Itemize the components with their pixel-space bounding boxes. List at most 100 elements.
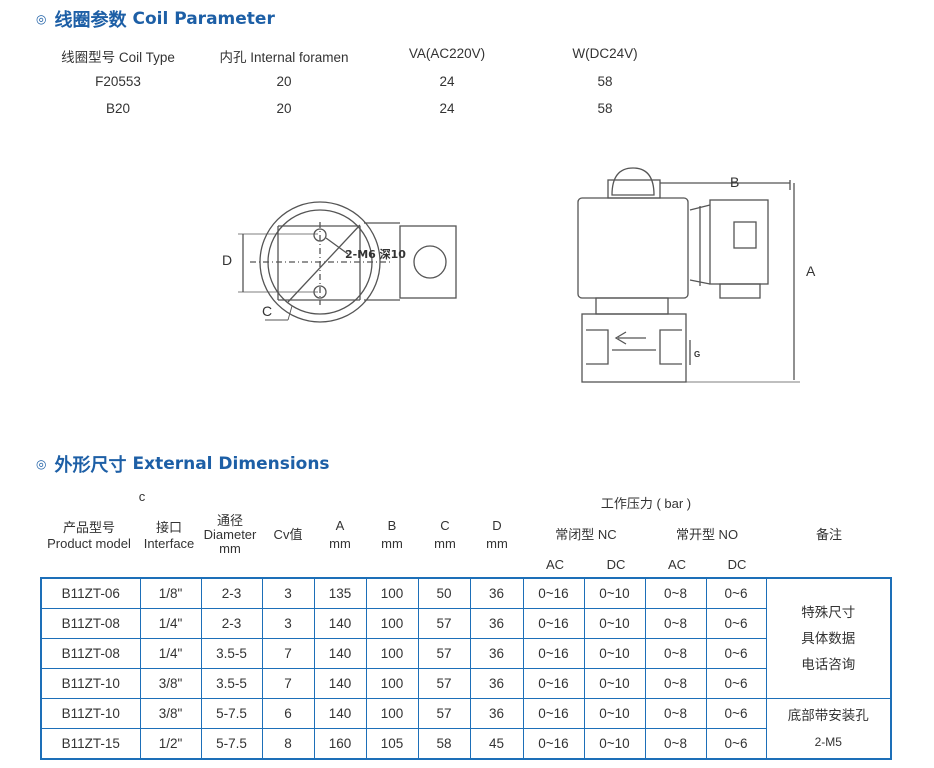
table-cell: 140 bbox=[313, 668, 367, 699]
dims-table-header: c 工作压力 ( bar ) 常闭型 NC 常开型 NO 产品型号 Produc… bbox=[47, 489, 842, 572]
label-g: G bbox=[694, 350, 700, 359]
coil-header-foramen: 内孔 Internal foramen bbox=[219, 50, 349, 65]
table-cell: 0~16 bbox=[522, 638, 585, 669]
table-cell: 57 bbox=[417, 668, 471, 699]
table-cell: 100 bbox=[365, 668, 419, 699]
interface-header-cn: 接口 bbox=[155, 520, 183, 535]
coil-cell: 20 bbox=[276, 74, 292, 89]
table-cell: 100 bbox=[365, 608, 419, 639]
table-cell: 57 bbox=[417, 638, 471, 669]
table-cell: 0~10 bbox=[583, 638, 646, 669]
table-cell: 0~8 bbox=[644, 728, 707, 760]
table-row: B11ZT-10 3/8" 5-7.5 6 140 100 57 36 0~16… bbox=[40, 698, 892, 760]
nc-ac-label: AC bbox=[545, 557, 565, 572]
note-cell-mounting: 底部带安装孔 2-M5 bbox=[765, 698, 892, 760]
table-cell: 0~6 bbox=[705, 728, 767, 760]
table-cell: 0~6 bbox=[705, 668, 767, 699]
product-header-cn: 产品型号 bbox=[62, 520, 116, 535]
dims-title-cn: 外形尺寸 bbox=[54, 455, 127, 475]
note-line: 具体数据 bbox=[801, 630, 856, 646]
no-ac-label: AC bbox=[667, 557, 687, 572]
table-cell: 0~6 bbox=[705, 638, 767, 669]
coil-cell: 20 bbox=[276, 101, 292, 116]
c-unit: mm bbox=[434, 536, 456, 551]
b-header: B bbox=[387, 518, 397, 533]
table-cell: 58 bbox=[417, 728, 471, 760]
table-cell: 45 bbox=[469, 728, 524, 760]
table-cell: 0~6 bbox=[705, 698, 767, 729]
dims-title-en: External Dimensions bbox=[132, 454, 330, 474]
coil-cell: 24 bbox=[439, 74, 455, 89]
valve-side-view bbox=[577, 167, 800, 383]
label-c: C bbox=[262, 303, 272, 319]
table-cell: 0~10 bbox=[583, 577, 646, 609]
table-cell: 3/8" bbox=[139, 698, 202, 729]
a-header: A bbox=[335, 518, 345, 533]
diameter-unit: mm bbox=[219, 541, 241, 556]
table-cell: 3 bbox=[261, 577, 315, 609]
table-cell: 3 bbox=[261, 608, 315, 639]
table-cell: 160 bbox=[313, 728, 367, 760]
diameter-header-cn: 通径 bbox=[216, 513, 244, 528]
table-cell: 0~16 bbox=[522, 668, 585, 699]
table-cell: 0~8 bbox=[644, 577, 707, 609]
table-cell: B11ZT-06 bbox=[40, 577, 141, 609]
d-header: D bbox=[492, 518, 502, 533]
table-cell: 36 bbox=[469, 698, 524, 729]
d-unit: mm bbox=[486, 536, 508, 551]
table-cell: 0~8 bbox=[644, 608, 707, 639]
table-cell: 3.5-5 bbox=[200, 638, 263, 669]
coil-cell: 58 bbox=[597, 74, 613, 89]
table-cell: 0~6 bbox=[705, 577, 767, 609]
table-cell: B11ZT-10 bbox=[40, 698, 141, 729]
table-row: B11ZT-06 1/8" 2-3 3 135 100 50 36 0~16 0… bbox=[40, 577, 892, 699]
table-cell: 140 bbox=[313, 638, 367, 669]
nc-header: 常闭型 NC bbox=[555, 527, 617, 542]
interface-header-en: Interface bbox=[143, 536, 195, 551]
coil-title-cn: 线圈参数 bbox=[54, 10, 127, 30]
table-cell: 0~8 bbox=[644, 698, 707, 729]
label-thread-callout: 2-M6 深10 bbox=[345, 247, 406, 261]
a-unit: mm bbox=[329, 536, 351, 551]
table-cell: 0~16 bbox=[522, 577, 585, 609]
table-cell: 1/2" bbox=[139, 728, 202, 760]
table-cell: 36 bbox=[469, 668, 524, 699]
table-cell: B11ZT-08 bbox=[40, 638, 141, 669]
table-cell: 0~16 bbox=[522, 728, 585, 760]
table-row: B11ZT-10 3/8" 3.5-5 7 140 100 57 36 0~16… bbox=[40, 668, 891, 699]
table-cell: 3.5-5 bbox=[200, 668, 263, 699]
label-d: D bbox=[222, 252, 232, 268]
label-a: A bbox=[806, 263, 816, 279]
label-b: B bbox=[730, 174, 739, 190]
table-cell: 7 bbox=[261, 638, 315, 669]
table-cell: 3/8" bbox=[139, 668, 202, 699]
note-cell-special: 特殊尺寸 具体数据 电话咨询 bbox=[765, 577, 892, 699]
table-cell: 0~16 bbox=[522, 608, 585, 639]
table-cell: 2-3 bbox=[200, 577, 263, 609]
coil-cell: F20553 bbox=[95, 74, 141, 89]
table-row: B11ZT-08 1/4" 3.5-5 7 140 100 57 36 0~16… bbox=[40, 638, 891, 669]
table-cell: 36 bbox=[469, 577, 524, 609]
table-cell: 135 bbox=[313, 577, 367, 609]
table-cell: 0~10 bbox=[583, 728, 646, 760]
coil-header-w: W(DC24V) bbox=[572, 46, 638, 61]
coil-cell: B20 bbox=[105, 101, 131, 116]
pressure-header: 工作压力 ( bar ) bbox=[600, 496, 692, 511]
product-header-en: Product model bbox=[47, 536, 131, 551]
dimensions-table: B11ZT-06 1/8" 2-3 3 135 100 50 36 0~16 0… bbox=[40, 577, 892, 760]
table-cell: 5-7.5 bbox=[200, 728, 263, 760]
table-cell: 2-3 bbox=[200, 608, 263, 639]
note-line: 2-M5 bbox=[814, 734, 842, 749]
table-cell: 36 bbox=[469, 638, 524, 669]
valve-technical-drawing: D C 2-M6 深10 B A G bbox=[222, 167, 816, 383]
table-cell: 0~8 bbox=[644, 668, 707, 699]
valve-top-view bbox=[238, 201, 457, 323]
no-header: 常开型 NO bbox=[675, 527, 739, 542]
note-line: 底部带安装孔 bbox=[787, 707, 869, 723]
stray-c-label: c bbox=[138, 489, 146, 504]
table-cell: B11ZT-15 bbox=[40, 728, 141, 760]
table-cell: 0~10 bbox=[583, 698, 646, 729]
table-cell: 1/4" bbox=[139, 638, 202, 669]
table-cell: 100 bbox=[365, 577, 419, 609]
coil-parameter-table: 线圈型号 Coil Type 内孔 Internal foramen VA(AC… bbox=[0, 0, 934, 130]
